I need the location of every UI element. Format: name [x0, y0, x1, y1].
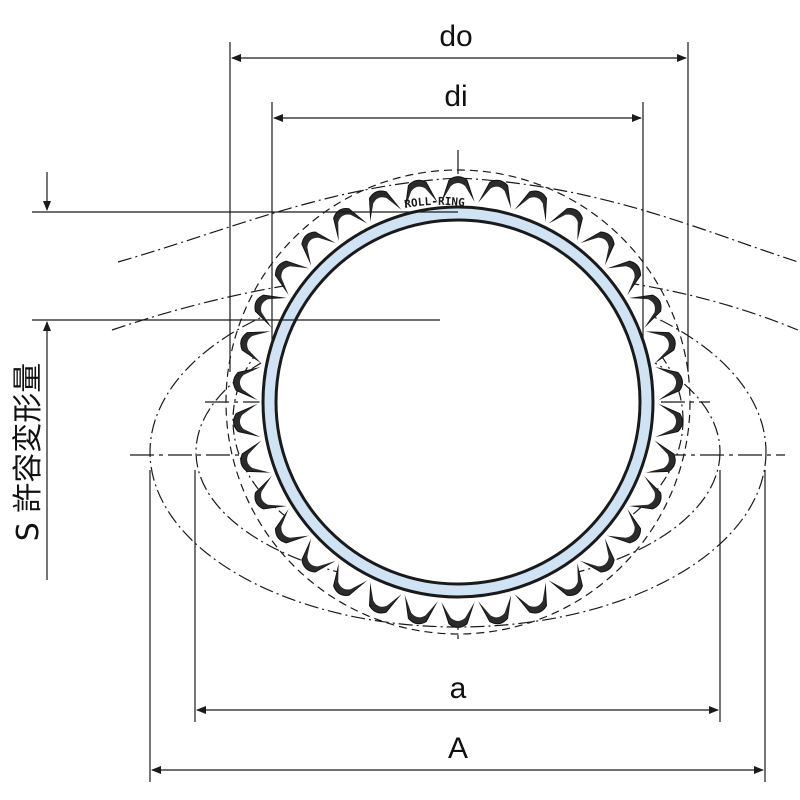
A-label: A — [448, 732, 468, 765]
do-label: do — [439, 20, 472, 53]
a-label: a — [450, 672, 467, 705]
ring-marking-text: ROLL-RING — [403, 195, 465, 211]
dimension-lines — [43, 54, 764, 774]
upper-left-sweep — [117, 177, 459, 263]
s-allowable-deformation-label: S 許容変形量 — [11, 363, 46, 542]
di-label: di — [444, 80, 467, 113]
upper-deformed-arc — [232, 269, 684, 571]
ring-body — [261, 205, 655, 599]
upper-right-sweep — [457, 177, 799, 263]
ring-inner-bore — [274, 218, 642, 586]
extension-lines — [32, 42, 766, 782]
